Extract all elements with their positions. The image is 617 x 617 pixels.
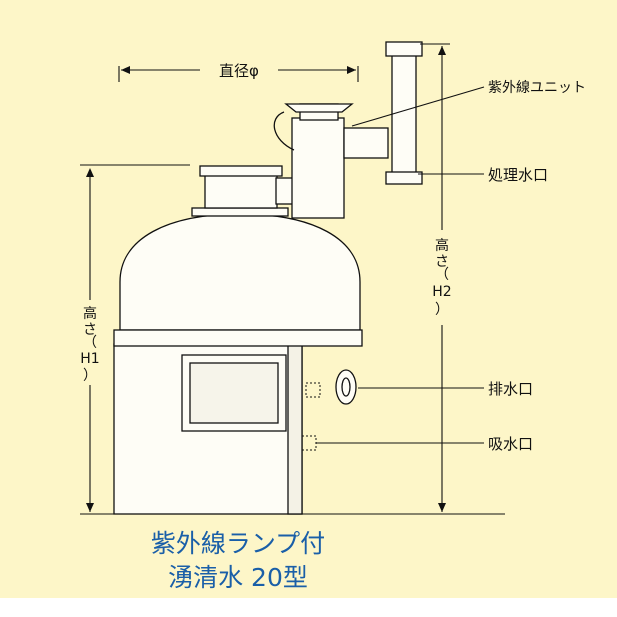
caption-line-1: 紫外線ランプ付 xyxy=(151,529,325,558)
neck xyxy=(204,171,278,209)
arrow-h1-top xyxy=(86,168,94,177)
drain-port-inner xyxy=(341,377,351,397)
arrow-right xyxy=(347,66,356,74)
uv-leader xyxy=(351,86,485,127)
tank-band xyxy=(113,329,363,347)
drain-mark xyxy=(305,382,321,398)
arrow-h1-bottom xyxy=(86,503,94,512)
pipe-cap-bottom xyxy=(385,171,423,185)
vertical-pipe xyxy=(391,49,417,181)
dome-tank xyxy=(119,213,361,331)
treated-outlet-label: 処理水口 xyxy=(488,166,548,184)
arrow-h2-bottom xyxy=(438,503,446,512)
height-h1-label: 高 さ （ H1 ） xyxy=(80,305,99,384)
arrow-h2-top xyxy=(438,46,446,55)
svg-text:）: ） xyxy=(83,368,97,384)
outlet-pipe xyxy=(343,127,389,159)
arrow-left xyxy=(121,66,130,74)
height-h2-label: 高 さ （ H2 ） xyxy=(432,237,451,318)
uv-lid xyxy=(284,103,354,113)
svg-text:（: （ xyxy=(83,335,97,351)
diameter-label: 直径φ xyxy=(219,62,259,80)
intake-inlet-label: 吸水口 xyxy=(488,435,533,453)
neck-base xyxy=(191,207,289,217)
drain-outlet-label: 排水口 xyxy=(488,380,533,398)
caption-line-2: 湧清水 20型 xyxy=(168,563,308,592)
neck-cap xyxy=(199,165,283,177)
cable xyxy=(273,111,295,151)
pipe-cap-top xyxy=(385,41,423,57)
svg-text:）: ） xyxy=(435,302,449,318)
control-window xyxy=(189,362,279,424)
svg-text:H1: H1 xyxy=(80,351,99,367)
svg-text:高: 高 xyxy=(83,305,97,322)
svg-text:さ: さ xyxy=(435,254,449,270)
connector xyxy=(275,177,295,205)
svg-text:（: （ xyxy=(435,267,449,283)
intake-mark xyxy=(301,435,317,451)
svg-text:H2: H2 xyxy=(432,284,451,300)
uv-housing xyxy=(291,117,345,219)
svg-text:さ: さ xyxy=(83,322,97,338)
cabinet-side xyxy=(287,343,303,515)
uv-unit-label: 紫外線ユニット xyxy=(488,80,586,96)
svg-text:高: 高 xyxy=(435,237,449,254)
